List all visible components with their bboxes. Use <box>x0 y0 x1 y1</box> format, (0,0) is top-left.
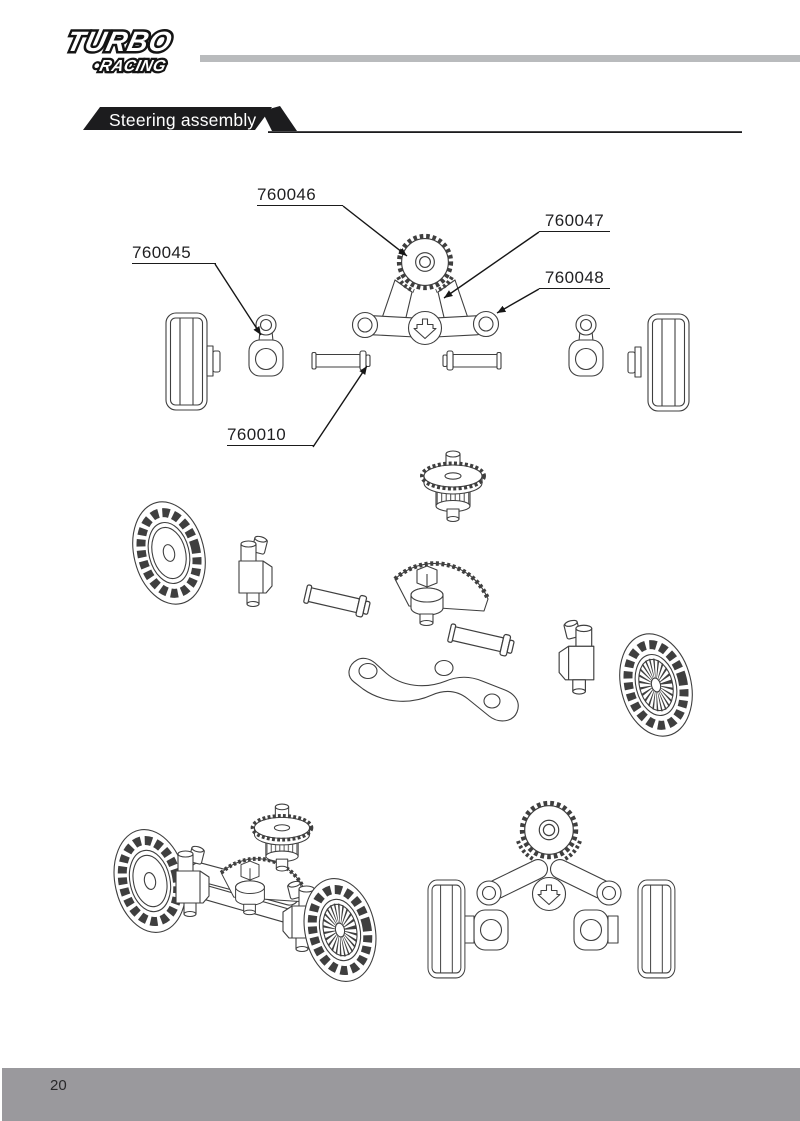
kingpin-drawing <box>302 582 372 619</box>
section-title: Steering assembly <box>109 110 257 130</box>
section-banner <box>83 106 742 133</box>
page-number: 20 <box>50 1077 67 1094</box>
steering-knuckle-drawing <box>568 314 604 377</box>
iso-wheel-drawing <box>122 494 215 612</box>
part-number-label: 760047 <box>539 212 610 232</box>
part-number-label: 760048 <box>539 269 610 289</box>
front-wheel-drawing <box>165 312 221 411</box>
kingpin-drawing <box>442 350 502 371</box>
iso-wheel-drawing <box>609 626 702 744</box>
part-number-label: 760046 <box>257 186 343 206</box>
steering-arm-assembly-drawing <box>351 275 500 346</box>
steering-plate-drawing <box>348 657 519 722</box>
callout-lines <box>214 205 540 448</box>
sector-gear-drawing <box>395 563 488 625</box>
exploded-front-view <box>165 236 690 412</box>
footer-bar <box>2 1068 800 1121</box>
dual-gear-drawing <box>420 449 486 524</box>
part-number-label: 760045 <box>132 244 216 264</box>
iso-knuckle-drawing <box>238 534 273 608</box>
iso-knuckle-drawing <box>558 618 595 695</box>
logo-secondary-text: •RACING <box>92 57 168 75</box>
top-rule-bar <box>200 55 800 62</box>
servo-gear-drawing <box>399 236 451 288</box>
part-number-label: 760010 <box>227 426 314 446</box>
kingpin-drawing <box>311 350 371 371</box>
front-wheel-drawing <box>627 313 690 412</box>
assembled-steering-iso-drawing <box>105 802 385 988</box>
assembled-steering-front-drawing <box>427 803 676 979</box>
exploded-iso-view <box>122 449 702 744</box>
kingpin-drawing <box>446 621 516 658</box>
turbo-racing-logo: TURBO •RACING <box>61 24 178 77</box>
logo-primary-text: TURBO <box>64 26 176 58</box>
